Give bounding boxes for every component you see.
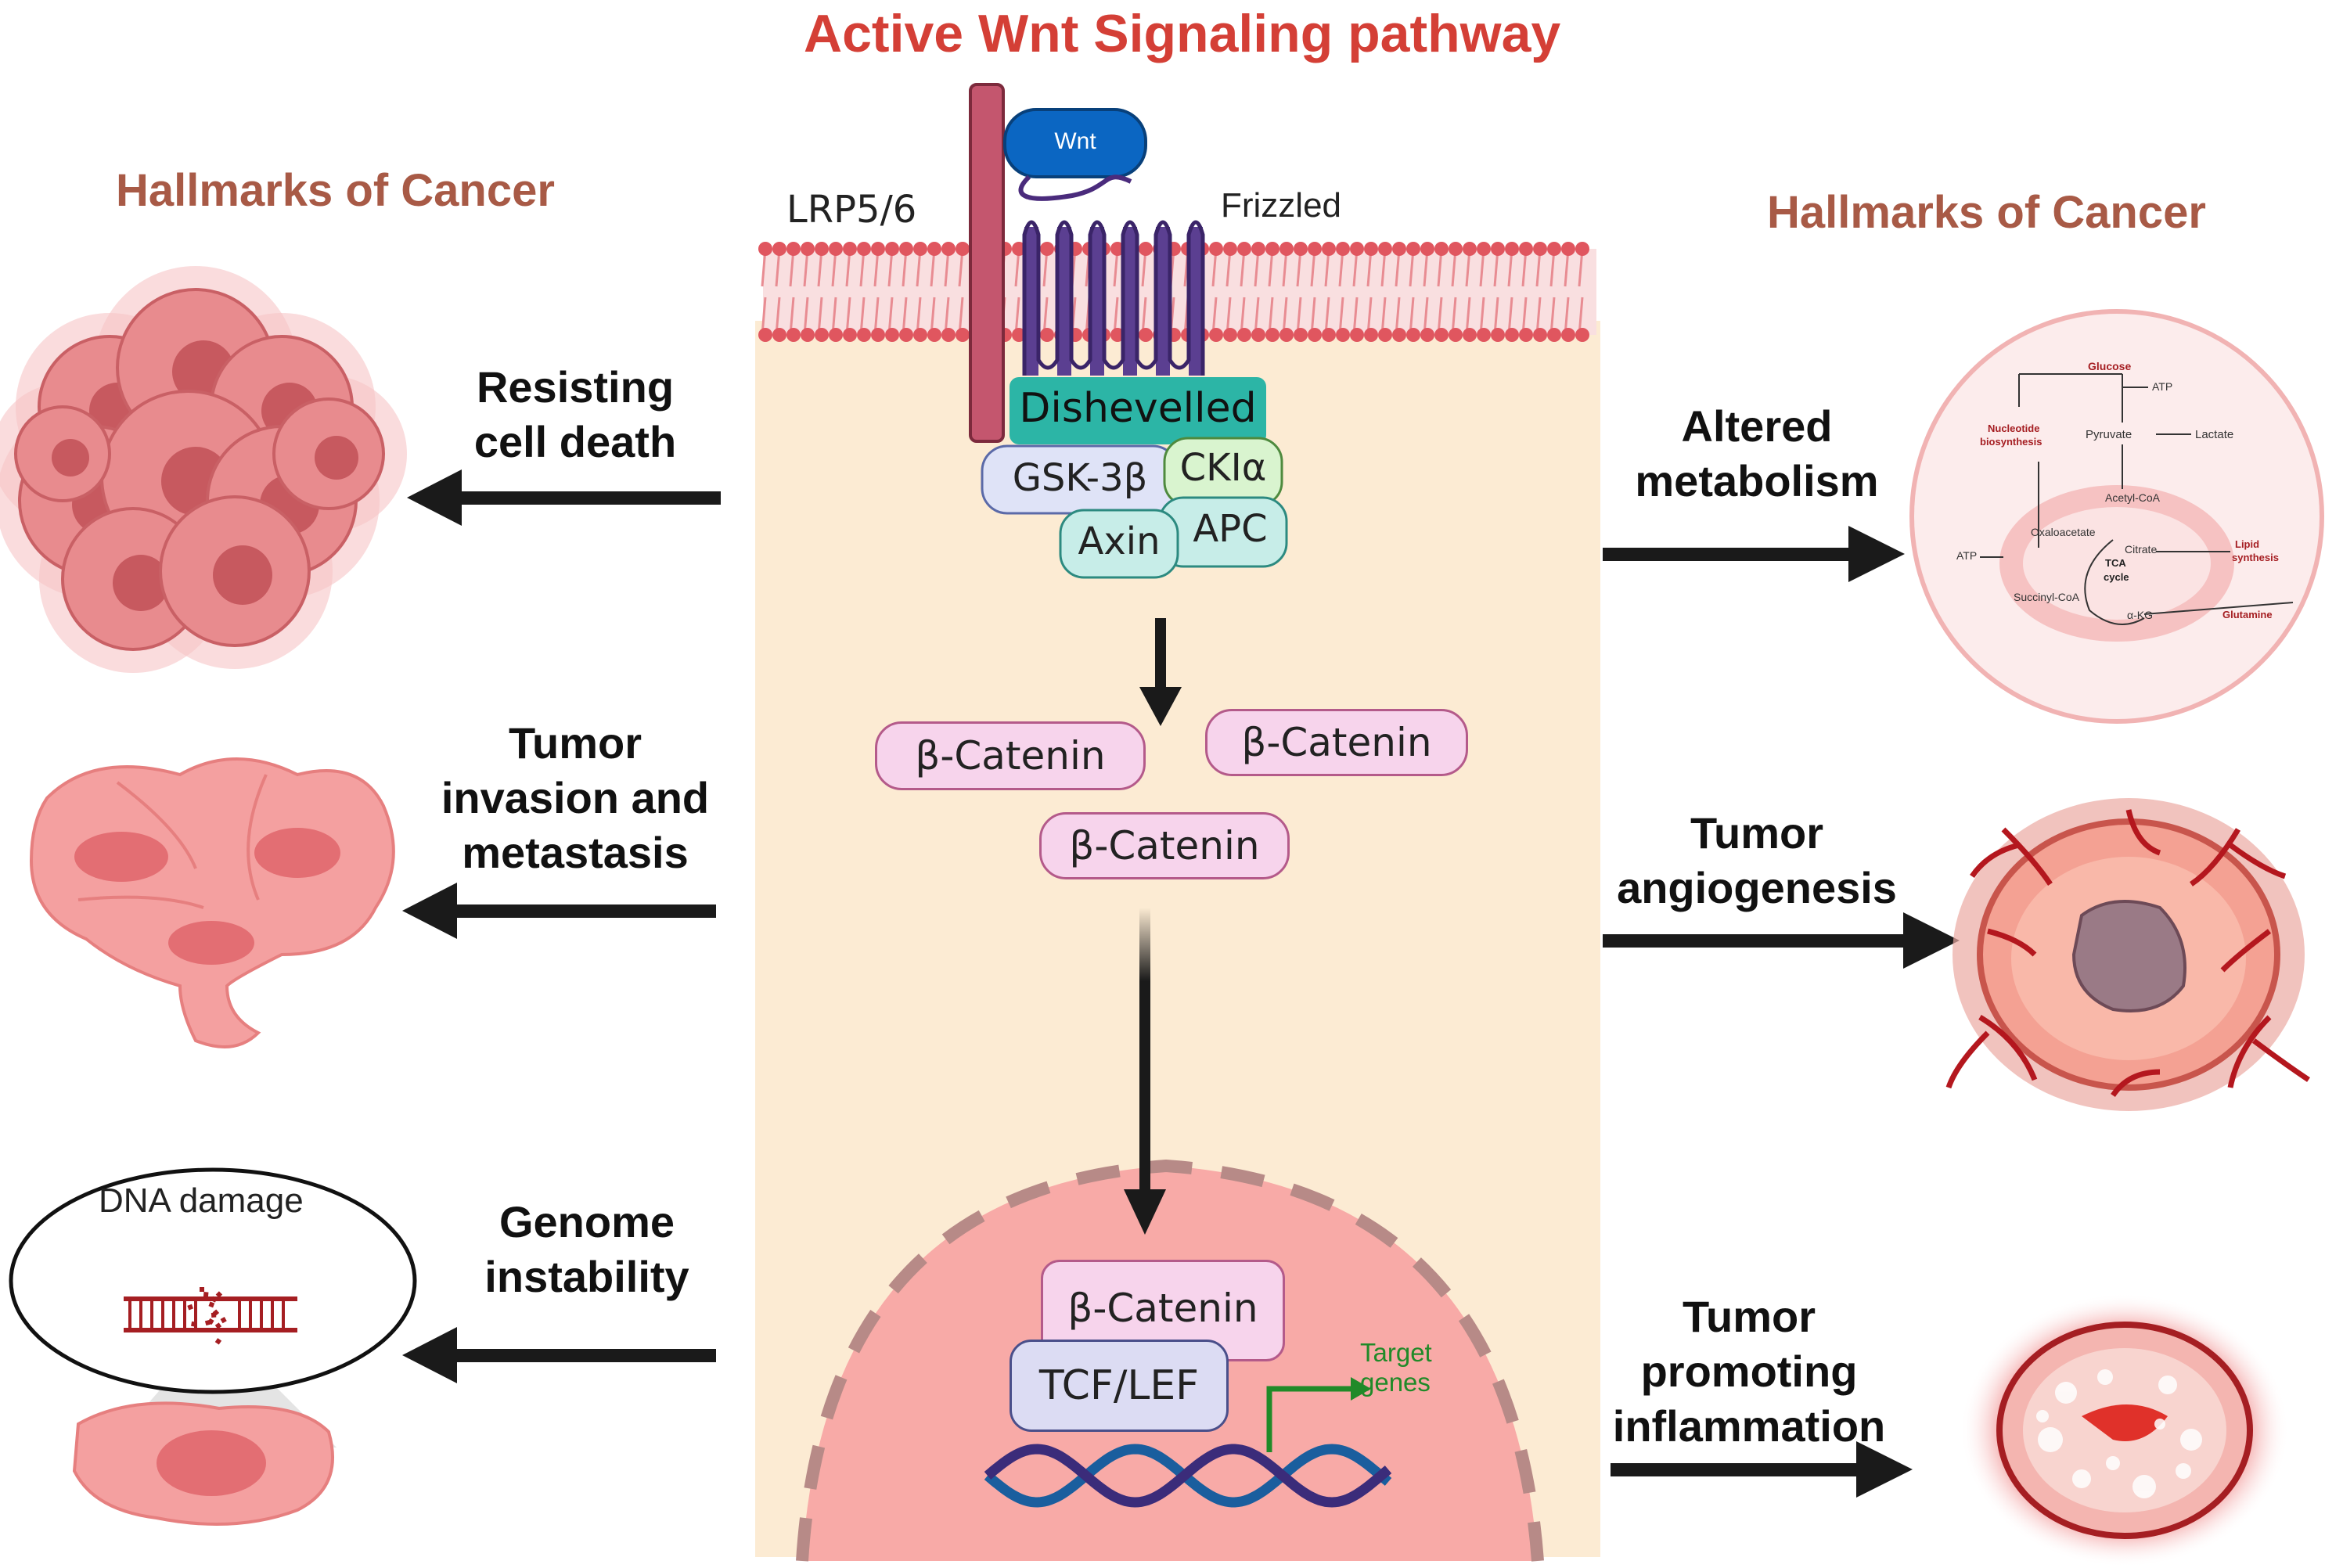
ck-label: CKIα [1179,446,1267,490]
axin-label: Axin [1078,520,1161,563]
invasion-line1: Tumor [508,718,642,768]
met-succ: Succinyl-CoA [2014,591,2080,603]
dishevelled-box [1010,377,1266,444]
catenin-pill-1: β-Catenin [875,721,1146,790]
diagram-title: Active Wnt Signaling pathway [804,4,1561,63]
met-tca2: cycle [2104,571,2129,583]
resisting-line1: Resisting [476,362,675,412]
met-glutamine: Glutamine [2222,609,2273,620]
met-lipid1: Lipid [2235,538,2260,550]
target-label: Target [1360,1338,1432,1367]
invasion-line3: metastasis [462,828,689,877]
resisting-line2: cell death [473,417,677,466]
inflammation-line3: inflammation [1612,1401,1886,1451]
hallmarks-right-heading: Hallmarks of Cancer [1767,187,2206,238]
catenin-pill-3: β-Catenin [1039,812,1290,879]
met-atp1: ATP [2152,380,2173,393]
met-pyruvate: Pyruvate [2086,428,2132,441]
arrow-genome [402,1327,716,1383]
cancer-cluster-illustration [0,266,407,673]
invasion-line2: invasion and [441,773,710,822]
invasion-metastasis-label: Tumor invasion and metastasis [415,716,736,880]
angiogenesis-line1: Tumor [1690,808,1824,858]
catenin-pill-2: β-Catenin [1205,709,1468,776]
hallmarks-left-heading: Hallmarks of Cancer [116,165,555,216]
apc-label: APC [1193,507,1268,551]
arrow-inflammation [1611,1441,1913,1498]
met-nucleotide1: Nucleotide [1988,423,2040,434]
dna-helix [984,1444,1392,1508]
frizzled-receptor [1022,220,1205,376]
met-atp2: ATP [1956,549,1978,562]
wnt-label: Wnt [1054,128,1096,154]
cell-membrane [758,242,1596,342]
complex-to-catenin-arrow [1139,618,1182,726]
gsk-label: GSK-3β [1012,456,1148,500]
genome-line1: Genome [498,1197,675,1246]
angiogenesis-line2: angiogenesis [1617,863,1897,912]
met-lipid2: synthesis [2232,552,2279,563]
invasive-cells-illustration [29,757,395,1048]
inflammation-label: Tumor promoting inflammation [1589,1289,1909,1454]
target-gene-arrow [1266,1377,1371,1452]
arrow-invasion [402,883,716,939]
frizzled-label: Frizzled [1221,186,1342,225]
genome-instability-label: Genome instability [426,1195,747,1304]
lrp-label: LRP5/6 [786,188,917,232]
arrow-resisting [407,469,721,526]
met-acetyl: Acetyl-CoA [2105,491,2161,504]
catenin-to-nucleus-arrow [1124,908,1166,1235]
dna-damage-label: DNA damage [99,1181,304,1220]
genes-label: genes [1360,1368,1431,1397]
altered-metabolism-label: Altered metabolism [1596,399,1917,509]
lrp-receptor [969,83,1005,443]
tumor-angiogenesis-label: Tumor angiogenesis [1596,806,1917,915]
wnt-ligand [1003,108,1147,178]
met-glucose: Glucose [2088,360,2132,372]
met-citrate: Citrate [2125,543,2158,556]
resisting-cell-death-label: Resisting cell death [415,360,736,469]
dna-damage-illustration [9,1167,417,1526]
met-oxalo: Oxaloacetate [2031,526,2096,538]
metabolism-line1: Altered [1681,401,1833,451]
met-tca1: TCA [2105,557,2126,569]
inflammation-illustration [1960,1293,2289,1567]
angiogenesis-illustration [1945,798,2310,1111]
dishevelled-label: Dishevelled [1019,385,1257,432]
met-lactate: Lactate [2195,428,2234,441]
met-akg: α-KG [2127,609,2153,621]
tcf-lef-box: TCF/LEF [1010,1340,1229,1432]
inflammation-line1: Tumor [1682,1292,1816,1341]
metabolism-line2: metabolism [1635,456,1879,505]
genome-line2: instability [484,1252,689,1301]
metabolism-illustration [1909,309,2324,724]
arrow-metabolism [1603,526,1905,582]
inflammation-line2: promoting [1640,1347,1858,1396]
arrow-angiogenesis [1603,912,1960,969]
met-nucleotide2: biosynthesis [1980,436,2042,448]
axin-box [1059,509,1179,579]
